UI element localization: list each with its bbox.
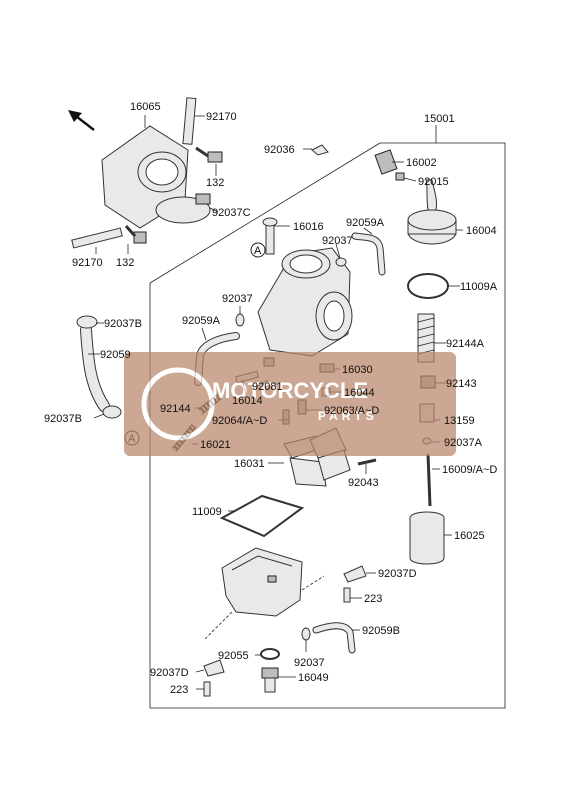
drain-o-ring-part bbox=[260, 648, 280, 660]
clip-top-part bbox=[335, 257, 347, 267]
label-223-right: 223 bbox=[364, 593, 382, 605]
bolt-bottom-part bbox=[124, 224, 147, 244]
label-92037c: 92037C bbox=[212, 207, 251, 219]
jet-needle-part bbox=[426, 453, 432, 507]
band-clamp-part bbox=[155, 193, 211, 224]
strap-top-part bbox=[182, 97, 197, 145]
label-92037b-bottom: 92037B bbox=[44, 413, 82, 425]
screw-right-part bbox=[343, 587, 351, 603]
label-92037-bottom: 92037 bbox=[294, 657, 325, 669]
hose-clip-top-part bbox=[76, 315, 98, 329]
label-92043: 92043 bbox=[348, 477, 379, 489]
label-16021: 16021 bbox=[200, 439, 231, 451]
watermark-sub: PARTS bbox=[318, 409, 378, 423]
label-16044: 16044 bbox=[344, 387, 375, 399]
label-11009a: 11009A bbox=[460, 281, 498, 293]
label-92037-mid: 92037 bbox=[222, 293, 253, 305]
label-16030: 16030 bbox=[342, 364, 373, 376]
clip-bottom-part bbox=[301, 627, 311, 641]
spring-part bbox=[417, 313, 435, 363]
clip-part bbox=[311, 144, 329, 156]
direction-arrow-icon bbox=[68, 110, 95, 131]
part-labels: 16065 92170 92036 15001 16002 92015 132 … bbox=[44, 101, 498, 696]
watermark: MOTORCYCLE PARTS bbox=[124, 352, 456, 456]
bracket-right-part bbox=[343, 565, 367, 583]
label-92055: 92055 bbox=[218, 650, 249, 662]
label-92059b: 92059B bbox=[362, 625, 400, 637]
label-15001: 15001 bbox=[424, 113, 455, 125]
label-16031: 16031 bbox=[234, 458, 265, 470]
screw-left-part bbox=[203, 681, 211, 697]
label-92081: 92081 bbox=[252, 381, 283, 393]
label-16065: 16065 bbox=[130, 101, 161, 113]
label-92059a-top: 92059A bbox=[346, 217, 385, 229]
clip-mid-part bbox=[235, 313, 245, 327]
label-92064: 92064/A~D bbox=[212, 415, 267, 427]
label-92170-top: 92170 bbox=[206, 111, 237, 123]
label-13159: 13159 bbox=[444, 415, 475, 427]
idle-screw-part bbox=[262, 217, 278, 255]
ref-marker-body bbox=[250, 242, 266, 258]
float-pin-part bbox=[357, 458, 377, 466]
o-ring-part bbox=[407, 273, 449, 299]
label-92037a: 92037A bbox=[444, 437, 483, 449]
label-16004: 16004 bbox=[466, 225, 497, 237]
label-92036: 92036 bbox=[264, 144, 295, 156]
drain-plug-part bbox=[261, 667, 279, 693]
throttle-valve-part bbox=[409, 511, 445, 565]
label-11009: 11009 bbox=[192, 506, 222, 518]
label-92143: 92143 bbox=[446, 378, 477, 390]
float-bowl-part bbox=[221, 547, 303, 617]
label-16002: 16002 bbox=[406, 157, 437, 169]
bracket-left-part bbox=[203, 659, 225, 677]
label-132-top: 132 bbox=[206, 177, 224, 189]
carburetor-body-part bbox=[257, 247, 353, 357]
label-92037-top: 92037 bbox=[322, 235, 353, 247]
gasket-part bbox=[219, 494, 305, 538]
label-92059: 92059 bbox=[100, 349, 131, 361]
label-16049: 16049 bbox=[298, 672, 329, 684]
label-92063: 92063/A~D bbox=[324, 405, 379, 417]
strap-bottom-part bbox=[71, 227, 123, 249]
watermark-brand: MOTORCYCLE bbox=[212, 378, 368, 403]
label-92144a: 92144A bbox=[446, 338, 485, 350]
label-92015: 92015 bbox=[418, 176, 449, 188]
label-92059a-left: 92059A bbox=[182, 315, 221, 327]
bolt-top-part bbox=[195, 146, 223, 163]
top-cap-part bbox=[374, 149, 405, 181]
label-16014: 16014 bbox=[232, 395, 263, 407]
label-223-left: 223 bbox=[170, 684, 188, 696]
label-16016: 16016 bbox=[293, 221, 324, 233]
label-92144: 92144 bbox=[160, 403, 191, 415]
label-92170-bottom: 92170 bbox=[72, 257, 103, 269]
hose-clip-bottom-part bbox=[102, 405, 122, 419]
ref-marker-body-label: A bbox=[254, 245, 262, 257]
label-92037d-right: 92037D bbox=[378, 568, 417, 580]
label-16009: 16009/A~D bbox=[442, 464, 497, 476]
label-92037b-top: 92037B bbox=[104, 318, 142, 330]
carb-top-part bbox=[407, 179, 457, 245]
label-16025: 16025 bbox=[454, 530, 485, 542]
label-132-bottom: 132 bbox=[116, 257, 134, 269]
label-92037d-left: 92037D bbox=[150, 667, 189, 679]
assembly-outline bbox=[149, 142, 506, 709]
